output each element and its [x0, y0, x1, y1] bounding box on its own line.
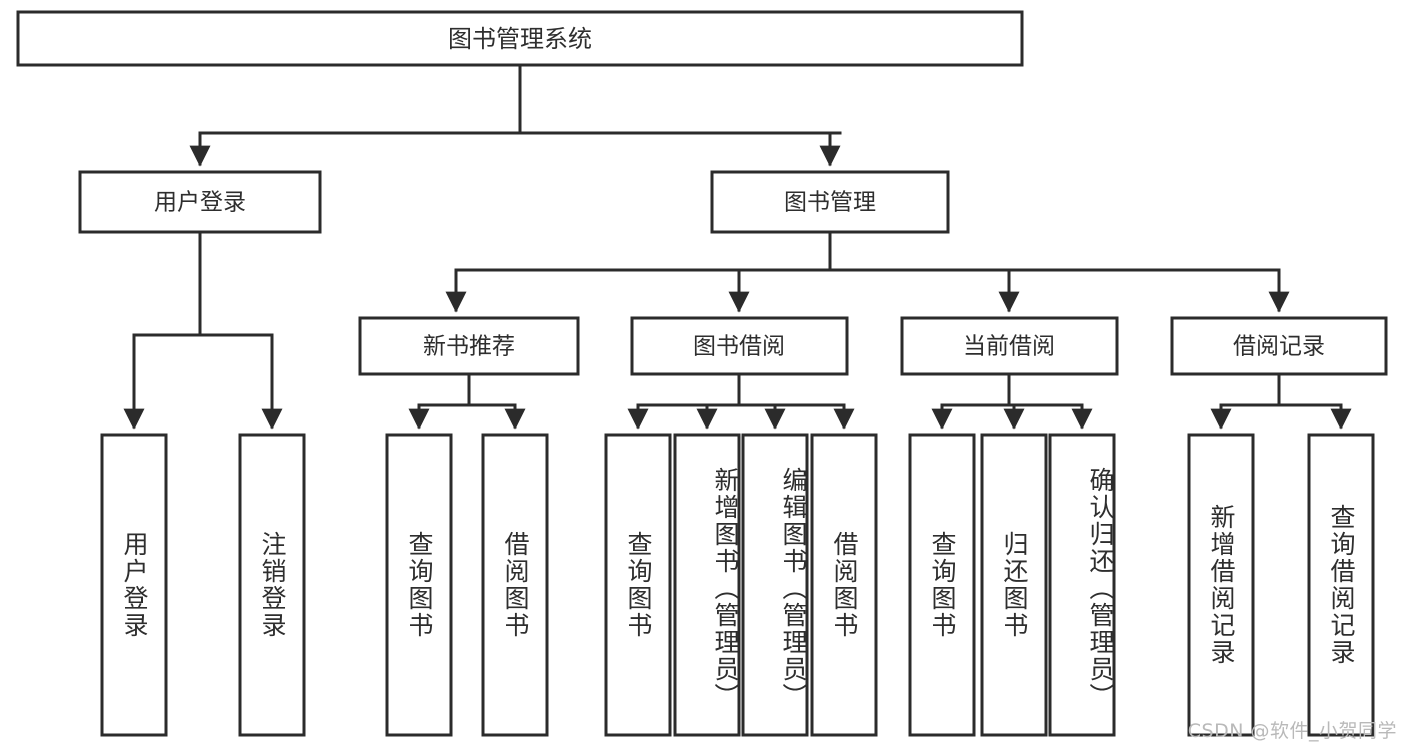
csdn-watermark: CSDN @软件_小贺同学	[1187, 720, 1397, 742]
connector-current-borrow-children	[931, 372, 1093, 430]
leaf-current-borrow-1[interactable]	[980, 433, 1048, 737]
leaf-rect	[604, 433, 672, 737]
leaf-rect	[741, 433, 809, 737]
node-user-login-rect	[78, 170, 322, 234]
node-book-borrow-label: 图书借阅	[693, 334, 785, 360]
leaf-book-borrow-2[interactable]	[741, 433, 809, 737]
node-new-book-recommend-label: 新书推荐	[423, 334, 515, 360]
leaf-book-borrow-3[interactable]	[810, 433, 878, 737]
node-new-book-recommend-rect	[358, 316, 580, 376]
node-current-borrow-label: 当前借阅	[963, 334, 1055, 360]
leaf-rect	[1307, 433, 1375, 737]
leaf-rect	[238, 433, 306, 737]
leaf-rect	[1187, 433, 1255, 737]
leaf-new-book-recommend-1[interactable]	[481, 433, 549, 737]
node-user-login-label: 用户登录	[154, 190, 246, 216]
leaf-rect	[908, 433, 976, 737]
leaf-borrow-record-1[interactable]	[1307, 433, 1375, 737]
leaf-user-login-1[interactable]	[238, 433, 306, 737]
node-current-borrow-rect	[900, 316, 1119, 376]
leaf-rect	[980, 433, 1048, 737]
node-root-label: 图书管理系统	[448, 25, 592, 53]
node-user-login[interactable]	[78, 170, 322, 234]
leaf-current-borrow-2[interactable]	[1048, 433, 1116, 737]
leaf-rect	[481, 433, 549, 737]
node-root[interactable]	[16, 10, 1024, 67]
connector-book-management-children	[445, 230, 1290, 313]
node-book-management-label: 图书管理	[784, 190, 876, 216]
leaf-rect	[100, 433, 168, 737]
leaf-rect	[673, 433, 741, 737]
leaf-user-login-0[interactable]	[100, 433, 168, 737]
leaf-rect	[385, 433, 453, 737]
leaf-rect	[810, 433, 878, 737]
connector-borrow-record-children	[1210, 372, 1352, 430]
connector-book-borrow-children	[627, 372, 855, 430]
node-root-rect	[16, 10, 1024, 67]
leaf-book-borrow-1[interactable]	[673, 433, 741, 737]
leaf-new-book-recommend-0[interactable]	[385, 433, 453, 737]
leaf-book-borrow-0[interactable]	[604, 433, 672, 737]
node-borrow-record-label: 借阅记录	[1233, 334, 1325, 360]
leaf-rect	[1048, 433, 1116, 737]
connector-root-to-level1	[189, 63, 842, 167]
node-new-book-recommend[interactable]	[358, 316, 580, 376]
leaf-borrow-record-0[interactable]	[1187, 433, 1255, 737]
connector-user-login-children	[123, 230, 283, 430]
node-current-borrow[interactable]	[900, 316, 1119, 376]
connector-new-book-recommend-children	[408, 372, 526, 430]
leaf-current-borrow-0[interactable]	[908, 433, 976, 737]
